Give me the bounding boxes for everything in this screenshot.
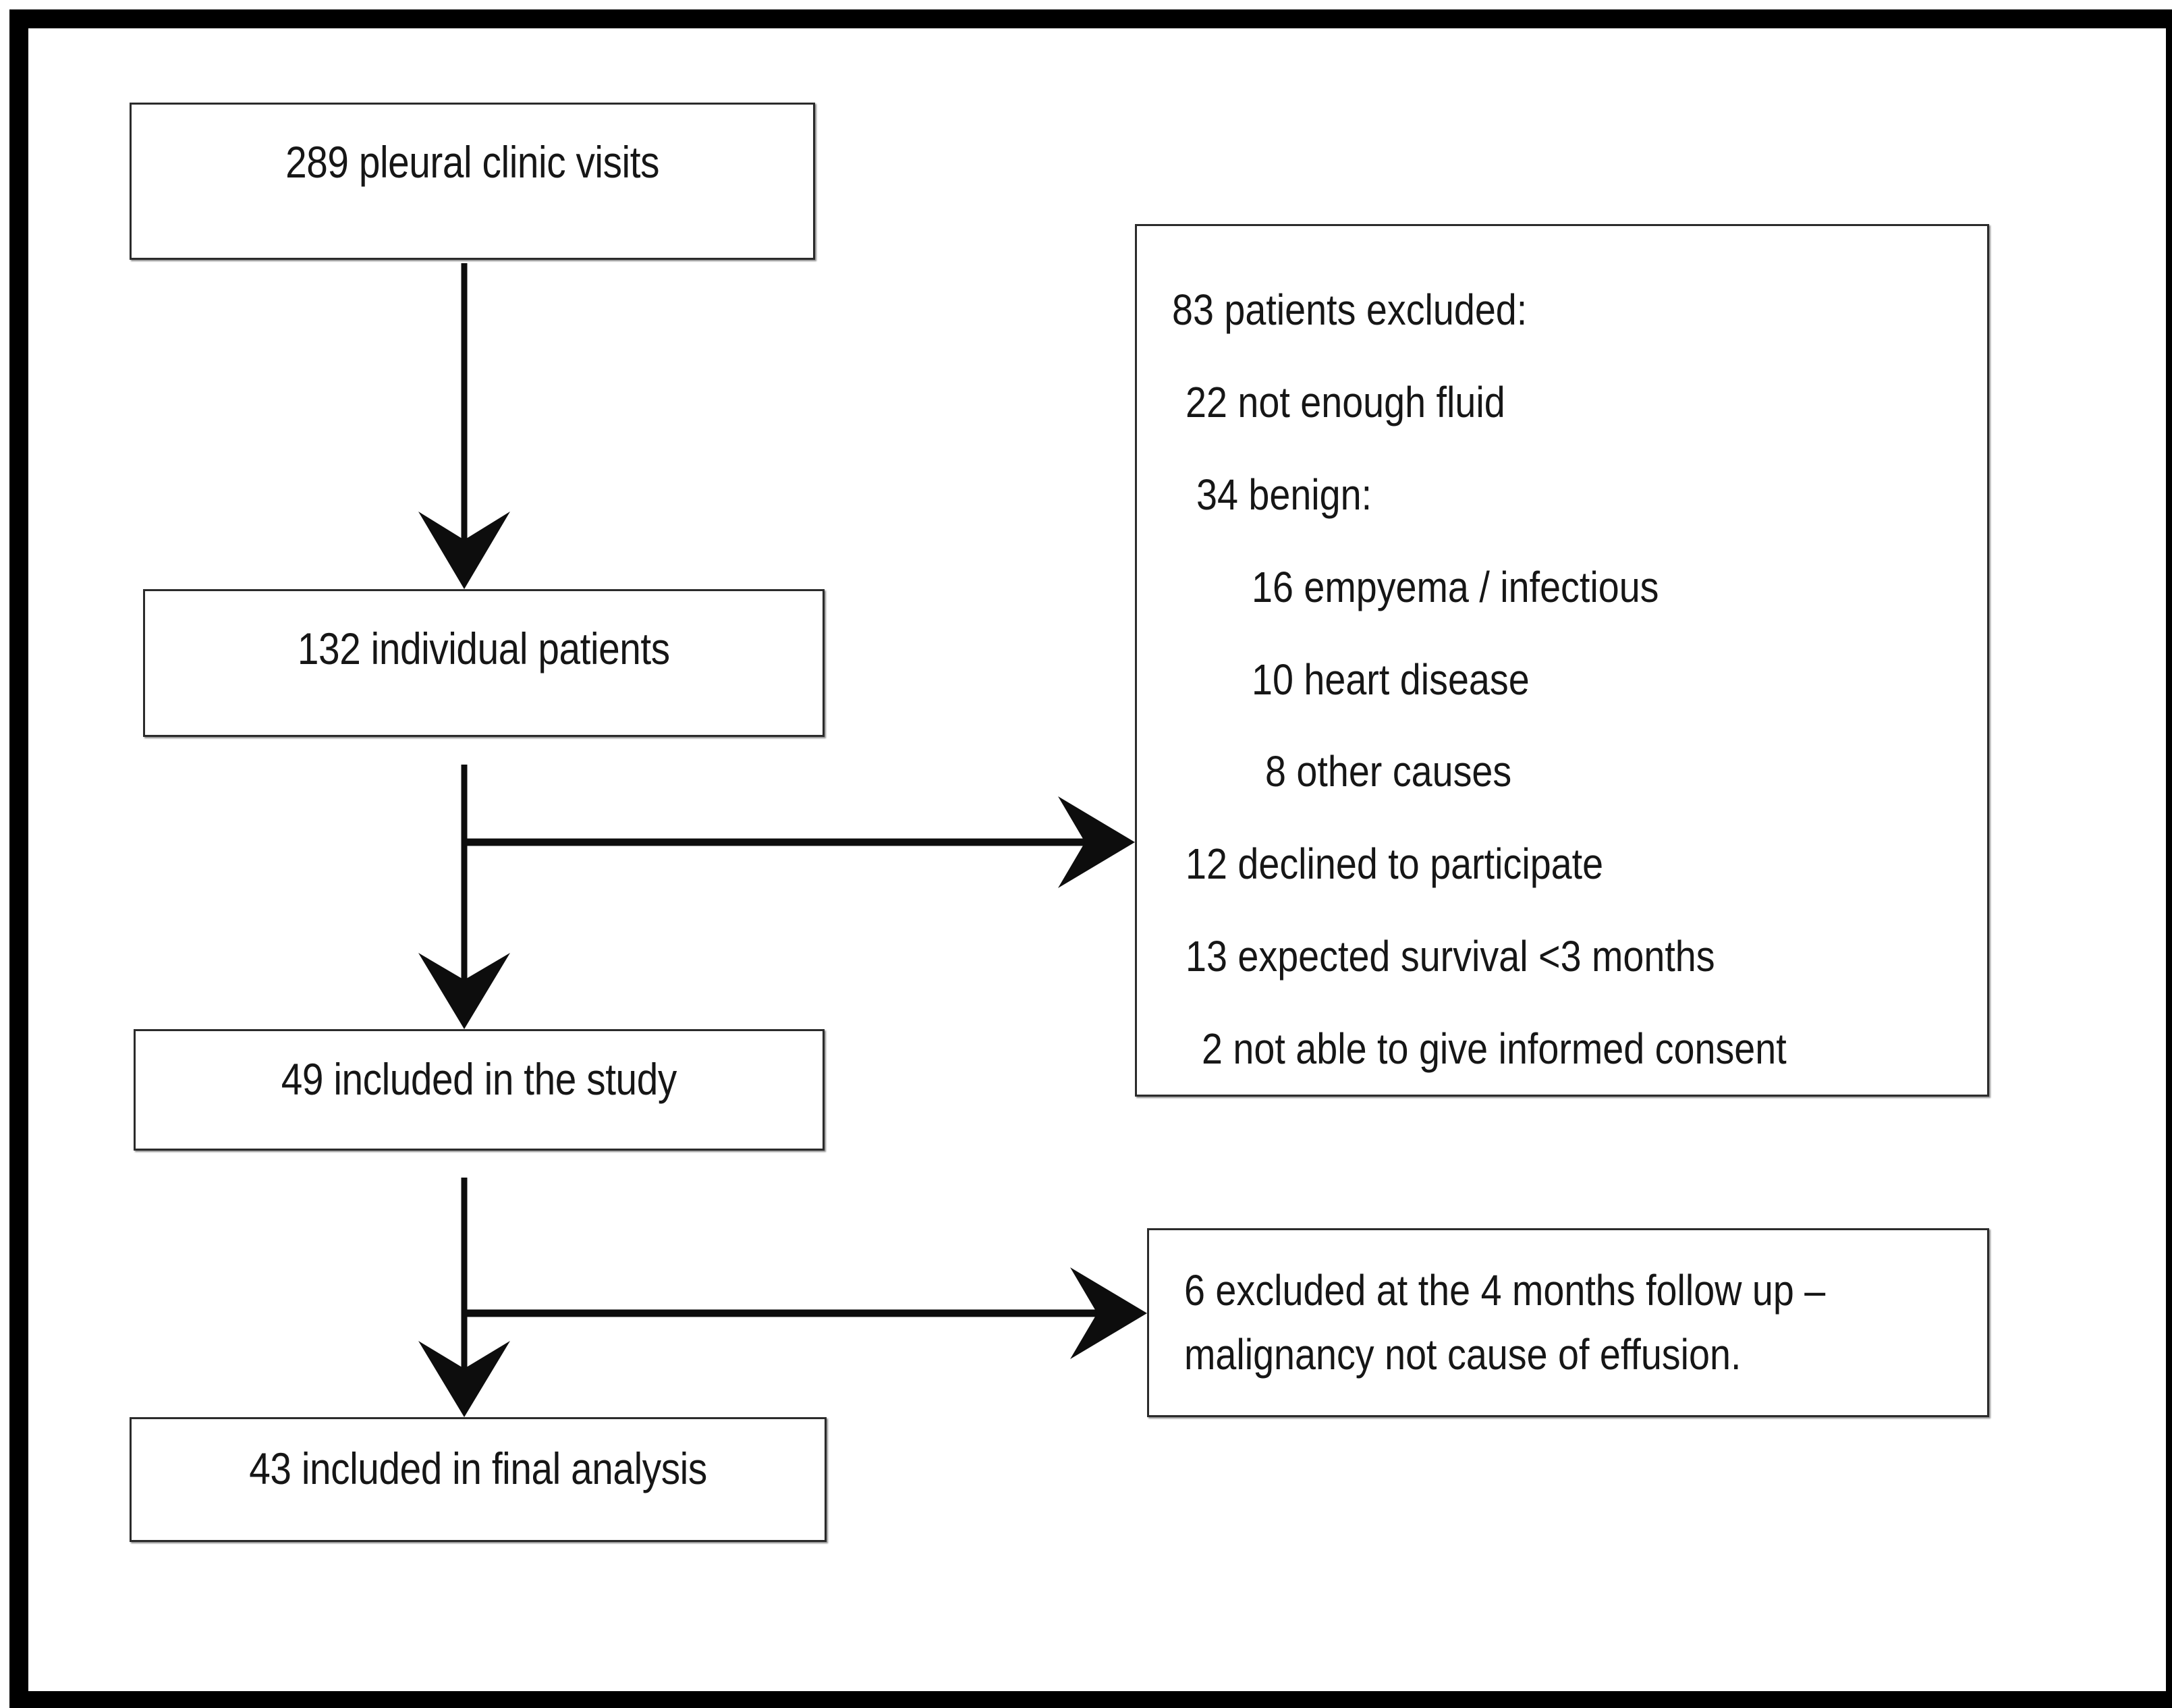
followup-line-2: malignancy not cause of effusion.: [1184, 1329, 1742, 1379]
exclusion-list-item: 2 not able to give informed consent: [1202, 1024, 1787, 1073]
followup-exclusion-text: 6 excluded at the 4 months follow up – m…: [1184, 1259, 1975, 1386]
flow-box-label: 49 included in the study: [281, 1054, 677, 1104]
flow-box-label: 43 included in final analysis: [249, 1443, 707, 1493]
exclusion-reasons-box: 83 patients excluded: 22 not enough flui…: [1135, 224, 1989, 1097]
flow-box-label: 289 pleural clinic visits: [285, 137, 659, 187]
flow-box-pleural-clinic-visits: 289 pleural clinic visits: [130, 103, 815, 260]
exclusion-reasons-list: 83 patients excluded: 22 not enough flui…: [1137, 264, 1987, 1095]
exclusion-list-subitem: 10 heart disease: [1252, 655, 1530, 704]
exclusion-list-item: 83 patients excluded:: [1172, 285, 1528, 335]
exclusion-list-item: 34 benign:: [1196, 470, 1372, 519]
exclusion-list-item: 22 not enough fluid: [1186, 378, 1505, 427]
exclusion-list-subitem: 8 other causes: [1265, 747, 1512, 796]
flow-box-label: 132 individual patients: [298, 624, 670, 673]
flow-box-included-final-analysis: 43 included in final analysis: [130, 1417, 827, 1542]
followup-exclusion-box: 6 excluded at the 4 months follow up – m…: [1147, 1228, 1989, 1417]
flow-box-included-in-study: 49 included in the study: [134, 1029, 825, 1151]
followup-line-1: 6 excluded at the 4 months follow up –: [1184, 1266, 1826, 1315]
flow-box-individual-patients: 132 individual patients: [143, 589, 825, 737]
figure-outer-frame: [9, 9, 2172, 1708]
exclusion-list-subitem: 16 empyema / infectious: [1252, 562, 1659, 611]
exclusion-list-item: 13 expected survival <3 months: [1186, 931, 1715, 981]
exclusion-list-item: 12 declined to participate: [1186, 839, 1604, 889]
